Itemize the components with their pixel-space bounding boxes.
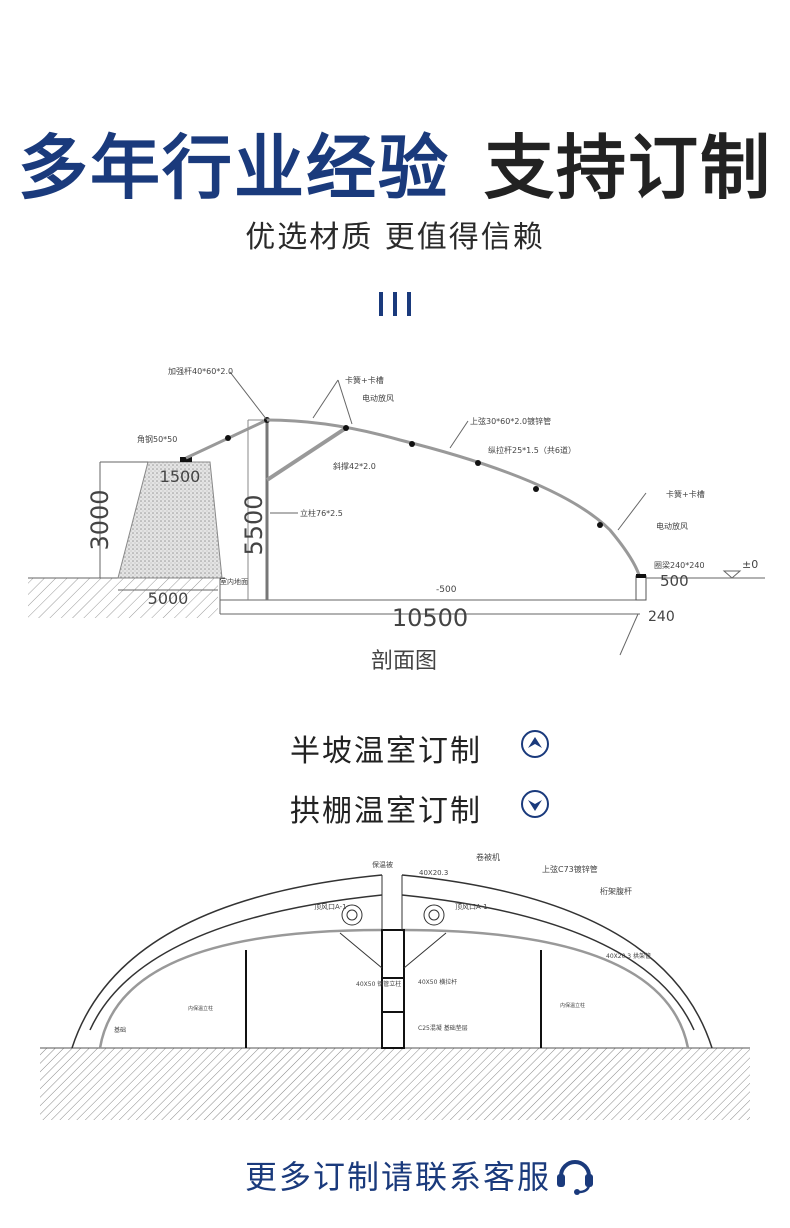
subtitle: 优选材质 更值得信赖 [245, 220, 545, 255]
dim-1500: 1500 [160, 467, 201, 486]
option-arch[interactable]: 拱棚温室订制 [290, 794, 482, 829]
label-foot: 基础 [114, 1026, 126, 1034]
label-truss-lattice: 桁架腹杆 [600, 886, 632, 896]
label-hoop: 40X20.3 拱架管 [606, 952, 651, 960]
label-brace: 斜撑42*2.0 [333, 461, 376, 471]
divider-bars-icon [379, 292, 411, 316]
dim-240: 240 [648, 609, 675, 625]
ground [40, 1048, 750, 1120]
label-roller: 卷被机 [476, 852, 500, 862]
headline-blue: 多年行业经验 [18, 127, 450, 209]
ring-beam [635, 575, 647, 601]
label-inner-column-right: 内保温立柱 [560, 1002, 585, 1009]
label-upper-chord: 上弦30*60*2.0镀锌管 [470, 416, 551, 426]
dim-5000: 5000 [148, 589, 189, 608]
option-half-slope[interactable]: 半坡温室订制 [290, 734, 482, 769]
label-support-left: 40X50 钢管立柱 [356, 980, 401, 988]
label-angle-steel: 角钢50*50 [137, 434, 177, 444]
label-gutter: 保温被 [372, 860, 393, 869]
label-film-top: 卡簧+卡槽 [345, 375, 384, 385]
label-inner-column-left: 内保温立柱 [188, 1005, 213, 1012]
label-column: 立柱76*2.5 [300, 508, 343, 518]
chevron-up-circle-icon[interactable] [520, 729, 550, 759]
floor-level: -500 [436, 585, 457, 595]
headset-icon[interactable] [553, 1152, 597, 1196]
label-motor-vent-top: 电动放风 [362, 393, 394, 403]
headline-dark: 支持订制 [484, 127, 772, 209]
arch-drawing: 保温被 40X20.3 卷被机 上弦C73镀锌管 桁架腹杆 顶风口A-1 顶风口… [40, 852, 750, 1120]
dim-3000: 3000 [86, 489, 114, 550]
label-base: C25混凝 基础垫层 [418, 1024, 468, 1032]
dim-500: 500 [660, 572, 689, 590]
label-vent-left: 顶风口A-1 [314, 903, 347, 911]
center-post [381, 929, 405, 1049]
contact-cta[interactable]: 更多订制请联系客服 [245, 1158, 552, 1196]
section-caption: 剖面图 [371, 649, 437, 674]
dim-10500: 10500 [392, 604, 468, 632]
dim-5500: 5500 [240, 494, 268, 555]
label-vent-right: 顶风口A-1 [455, 903, 488, 911]
angle-steel [180, 457, 192, 462]
label-pipe: 40X20.3 [419, 869, 448, 877]
section-drawing: 3000 1500 5000 5500 ±0 500 240 10500 -50… [28, 366, 765, 674]
label-cross-bar: 加强杆40*60*2.0 [168, 366, 233, 376]
roller-left [341, 904, 363, 926]
label-tie-bar: 纵拉杆25*1.5（共6道） [488, 445, 576, 455]
label-truss-top: 上弦C73镀锌管 [542, 864, 598, 874]
label-indoor: 室内地面 [220, 577, 248, 586]
headline: 多年行业经验支持订制 [0, 112, 790, 213]
label-support-mid: 40X50 横拉杆 [418, 978, 457, 986]
ground-left [28, 578, 218, 618]
ground-level: ±0 [742, 558, 758, 571]
chevron-down-circle-icon[interactable] [520, 789, 550, 819]
label-film-bottom: 卡簧+卡槽 [666, 489, 705, 499]
roof-arch [266, 418, 642, 579]
label-motor-vent-bottom: 电动放风 [656, 521, 688, 531]
label-ring-beam: 圈梁240*240 [654, 561, 705, 570]
roller-right [423, 904, 445, 926]
